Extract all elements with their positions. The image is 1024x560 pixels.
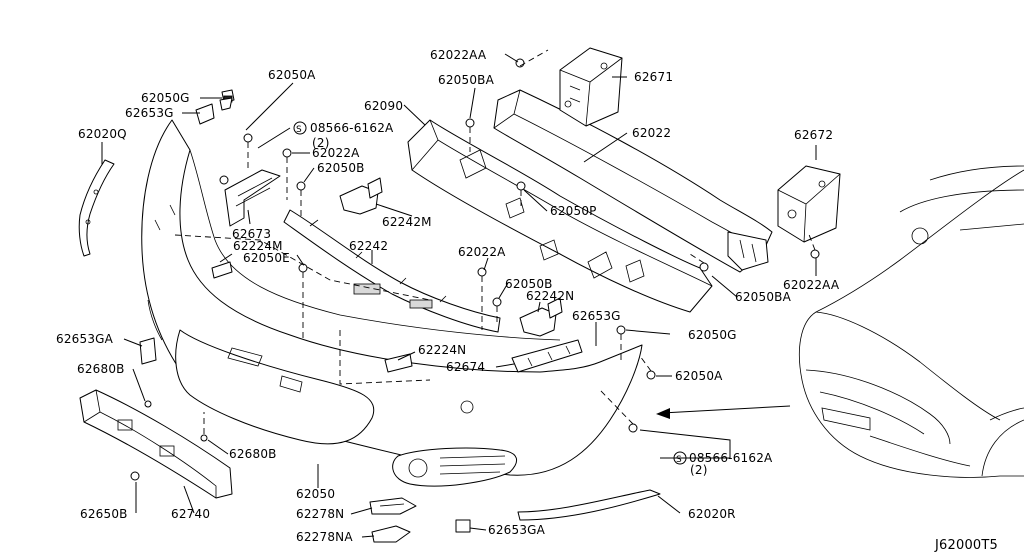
reinforcement-62224 bbox=[211, 261, 413, 373]
label-62050P: 62050P bbox=[550, 204, 597, 218]
screw-symbol-top: S bbox=[293, 121, 307, 135]
molding-62020R bbox=[517, 489, 661, 521]
label-62653GA-left: 62653GA bbox=[56, 332, 114, 346]
bracket-62674 bbox=[511, 339, 583, 373]
label-62242N: 62242N bbox=[526, 289, 574, 303]
cover-62278N bbox=[369, 497, 417, 515]
label-62224M: 62224M bbox=[233, 239, 283, 253]
label-08566-top: 08566-6162A bbox=[310, 121, 394, 135]
label-62674: 62674 bbox=[446, 360, 485, 374]
fasteners bbox=[130, 58, 820, 481]
bracket-62673 bbox=[224, 169, 281, 227]
label-62050BA-top: 62050BA bbox=[438, 73, 495, 87]
label-62090: 62090 bbox=[364, 99, 403, 113]
bumper-fascia bbox=[141, 119, 643, 487]
label-62671: 62671 bbox=[634, 70, 673, 84]
retainer-62242 bbox=[283, 209, 501, 333]
clip-62653GA bbox=[139, 337, 471, 533]
label-62673: 62673 bbox=[232, 227, 271, 241]
label-08566-top-qty: (2) bbox=[312, 136, 330, 150]
vehicle-outline bbox=[799, 165, 1024, 478]
stay-62671 bbox=[559, 47, 623, 127]
part-labels: 62050A 62050G 62653G 62020Q 08566-6162A … bbox=[56, 48, 998, 553]
label-62022A-top: 62022A bbox=[312, 146, 360, 160]
label-62050BA-right: 62050BA bbox=[735, 290, 792, 304]
label-62653GA-bottom: 62653GA bbox=[488, 523, 546, 537]
label-08566-bottom-qty: (2) bbox=[690, 463, 708, 477]
stay-62672 bbox=[777, 165, 841, 243]
label-62050A-right: 62050A bbox=[675, 369, 723, 383]
label-62020Q: 62020Q bbox=[78, 127, 127, 141]
label-08566-bottom: 08566-6162A bbox=[689, 451, 773, 465]
label-62278NA: 62278NA bbox=[296, 530, 353, 544]
molding-62020Q bbox=[78, 159, 115, 257]
svg-text:S: S bbox=[296, 125, 302, 135]
label-62020R: 62020R bbox=[688, 507, 736, 521]
label-62650B: 62650B bbox=[80, 507, 128, 521]
label-62680B-mid: 62680B bbox=[229, 447, 277, 461]
leader-lines bbox=[101, 53, 817, 538]
label-62050G-top: 62050G bbox=[141, 91, 190, 105]
label-62224N: 62224N bbox=[418, 343, 466, 357]
diagram-code: J62000T5 bbox=[934, 538, 998, 553]
label-62050B-top: 62050B bbox=[317, 161, 365, 175]
label-62050G-mid: 62050G bbox=[688, 328, 737, 342]
label-62050B-mid: 62050B bbox=[505, 277, 553, 291]
label-62022A-mid: 62022A bbox=[458, 245, 506, 259]
direction-arrow bbox=[656, 405, 791, 419]
label-62278N: 62278N bbox=[296, 507, 344, 521]
label-62242: 62242 bbox=[349, 239, 388, 253]
screw-symbol-bottom: S bbox=[673, 451, 687, 465]
plate-bracket-62740 bbox=[79, 389, 233, 499]
label-62242M: 62242M bbox=[382, 215, 432, 229]
bracket-62242M bbox=[339, 177, 383, 215]
label-62653G-top: 62653G bbox=[125, 106, 174, 120]
label-62050A-top: 62050A bbox=[268, 68, 316, 82]
beam-62022 bbox=[493, 89, 773, 273]
bracket-62242N bbox=[519, 297, 563, 337]
assembly-lines bbox=[174, 49, 816, 434]
label-62653G-mid: 62653G bbox=[572, 309, 621, 323]
label-62050: 62050 bbox=[296, 487, 335, 501]
cover-62278NA bbox=[371, 525, 411, 543]
label-62672: 62672 bbox=[794, 128, 833, 142]
svg-text:S: S bbox=[676, 455, 682, 465]
label-62740: 62740 bbox=[171, 507, 210, 521]
label-62050E: 62050E bbox=[243, 251, 290, 265]
label-62680B-top: 62680B bbox=[77, 362, 125, 376]
label-62022: 62022 bbox=[632, 126, 671, 140]
label-62022AA-top: 62022AA bbox=[430, 48, 487, 62]
absorber-62090 bbox=[407, 119, 713, 313]
label-62022AA-right: 62022AA bbox=[783, 278, 840, 292]
